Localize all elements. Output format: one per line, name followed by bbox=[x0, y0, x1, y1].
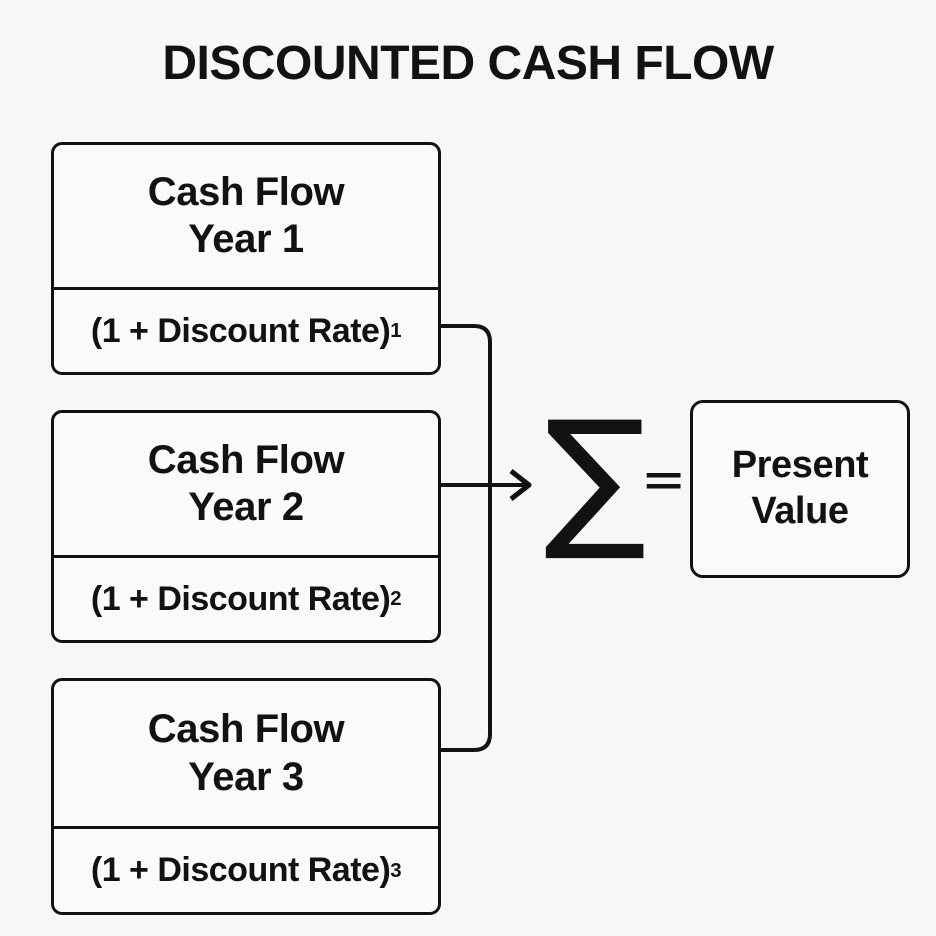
numerator-year-1: Cash Flow Year 1 bbox=[54, 145, 438, 290]
denominator-year-3: (1 + Discount Rate)3 bbox=[90, 851, 402, 889]
numerator-year-2: Cash Flow Year 2 bbox=[54, 413, 438, 558]
connector-term-1 bbox=[441, 324, 492, 483]
numerator-year-3: Cash Flow Year 3 bbox=[54, 681, 438, 829]
summation-icon: ∑ bbox=[544, 388, 647, 565]
result-line2: Value bbox=[751, 490, 849, 532]
denominator-base: (1 + Discount Rate) bbox=[90, 311, 391, 350]
page-title: DISCOUNTED CASH FLOW bbox=[162, 37, 774, 90]
cash-flow-term-2: Cash Flow Year 2 (1 + Discount Rate)2 bbox=[51, 410, 441, 643]
denominator-base: (1 + Discount Rate) bbox=[90, 851, 391, 889]
connector-term-3 bbox=[441, 487, 492, 752]
result-line1: Present bbox=[731, 444, 869, 487]
numerator-line1: Cash Flow bbox=[147, 169, 345, 214]
numerator-line1: Cash Flow bbox=[147, 437, 345, 482]
numerator-line2: Year 3 bbox=[188, 754, 304, 799]
numerator-line2: Year 1 bbox=[188, 217, 304, 261]
denominator-base: (1 + Discount Rate) bbox=[90, 579, 391, 618]
denominator-year-1: (1 + Discount Rate)1 bbox=[90, 311, 402, 350]
numerator-line1: Cash Flow bbox=[147, 707, 345, 752]
numerator-line2: Year 2 bbox=[188, 485, 304, 529]
cash-flow-term-3: Cash Flow Year 3 (1 + Discount Rate)3 bbox=[51, 678, 441, 915]
arrow-head-icon bbox=[509, 469, 532, 501]
equals-sign: = bbox=[641, 448, 687, 511]
present-value-box: Present Value bbox=[690, 400, 910, 578]
cash-flow-term-1: Cash Flow Year 1 (1 + Discount Rate)1 bbox=[51, 142, 441, 375]
denominator-year-2: (1 + Discount Rate)2 bbox=[90, 579, 402, 618]
